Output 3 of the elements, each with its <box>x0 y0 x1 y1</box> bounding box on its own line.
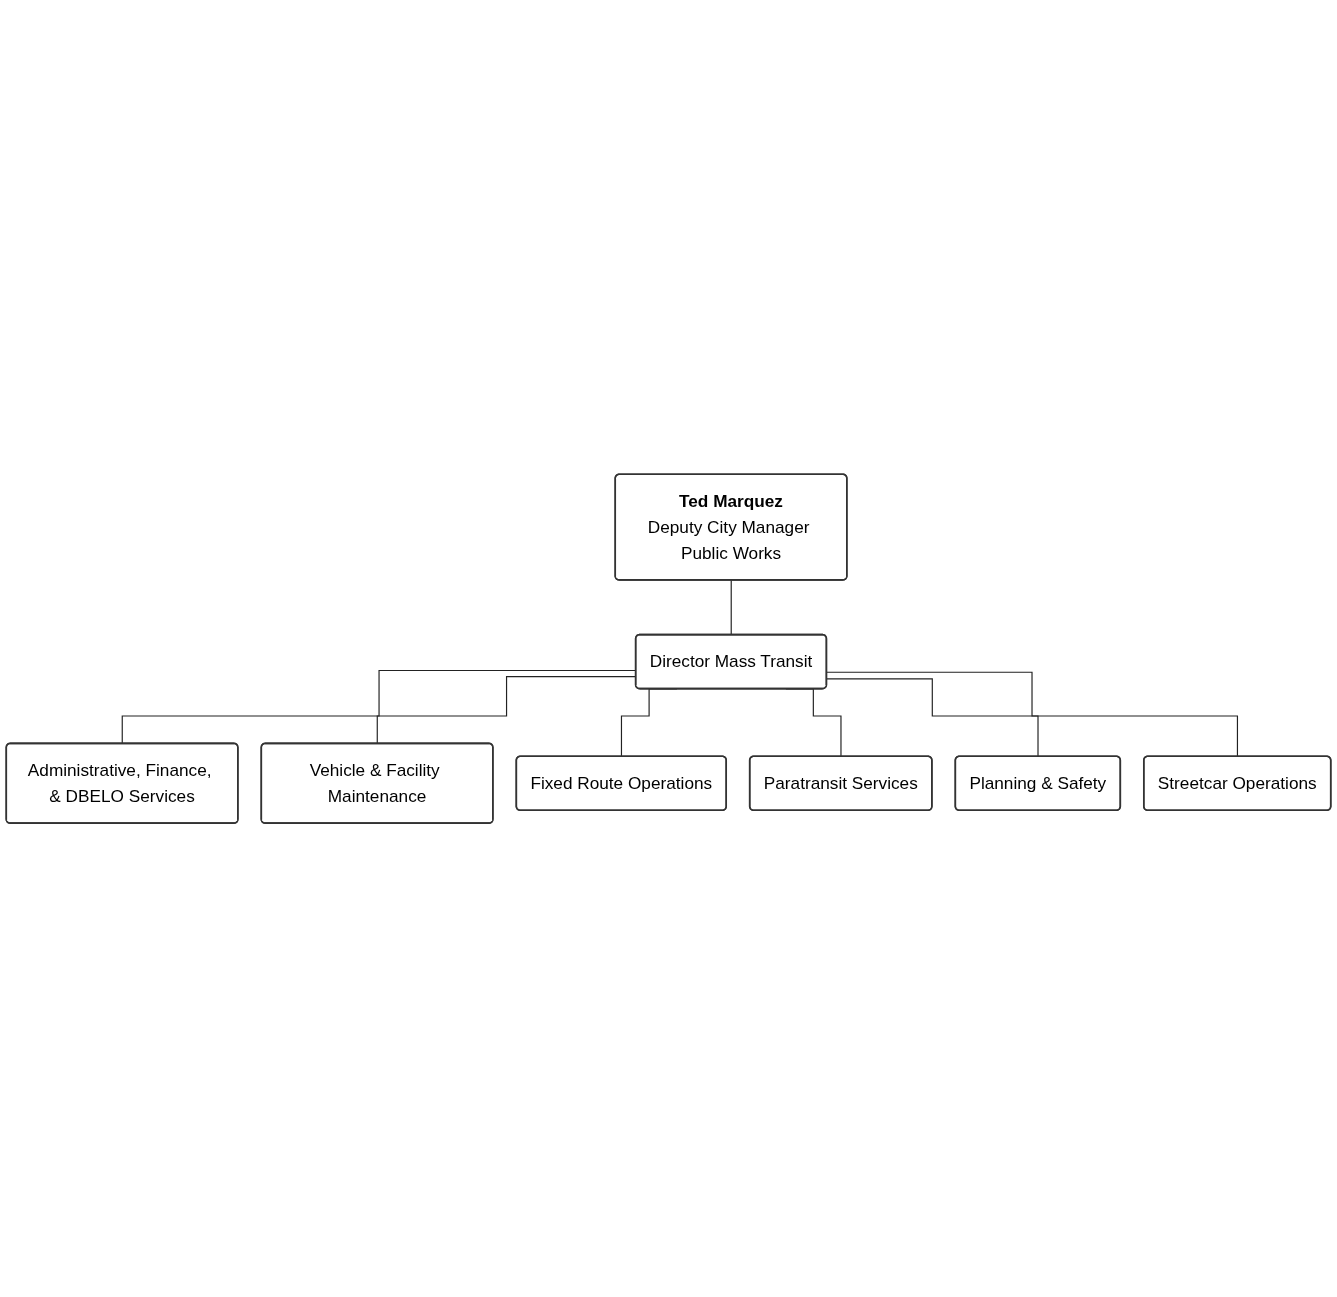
connector <box>730 579 732 636</box>
connector <box>826 678 1039 758</box>
connector <box>826 671 1239 758</box>
